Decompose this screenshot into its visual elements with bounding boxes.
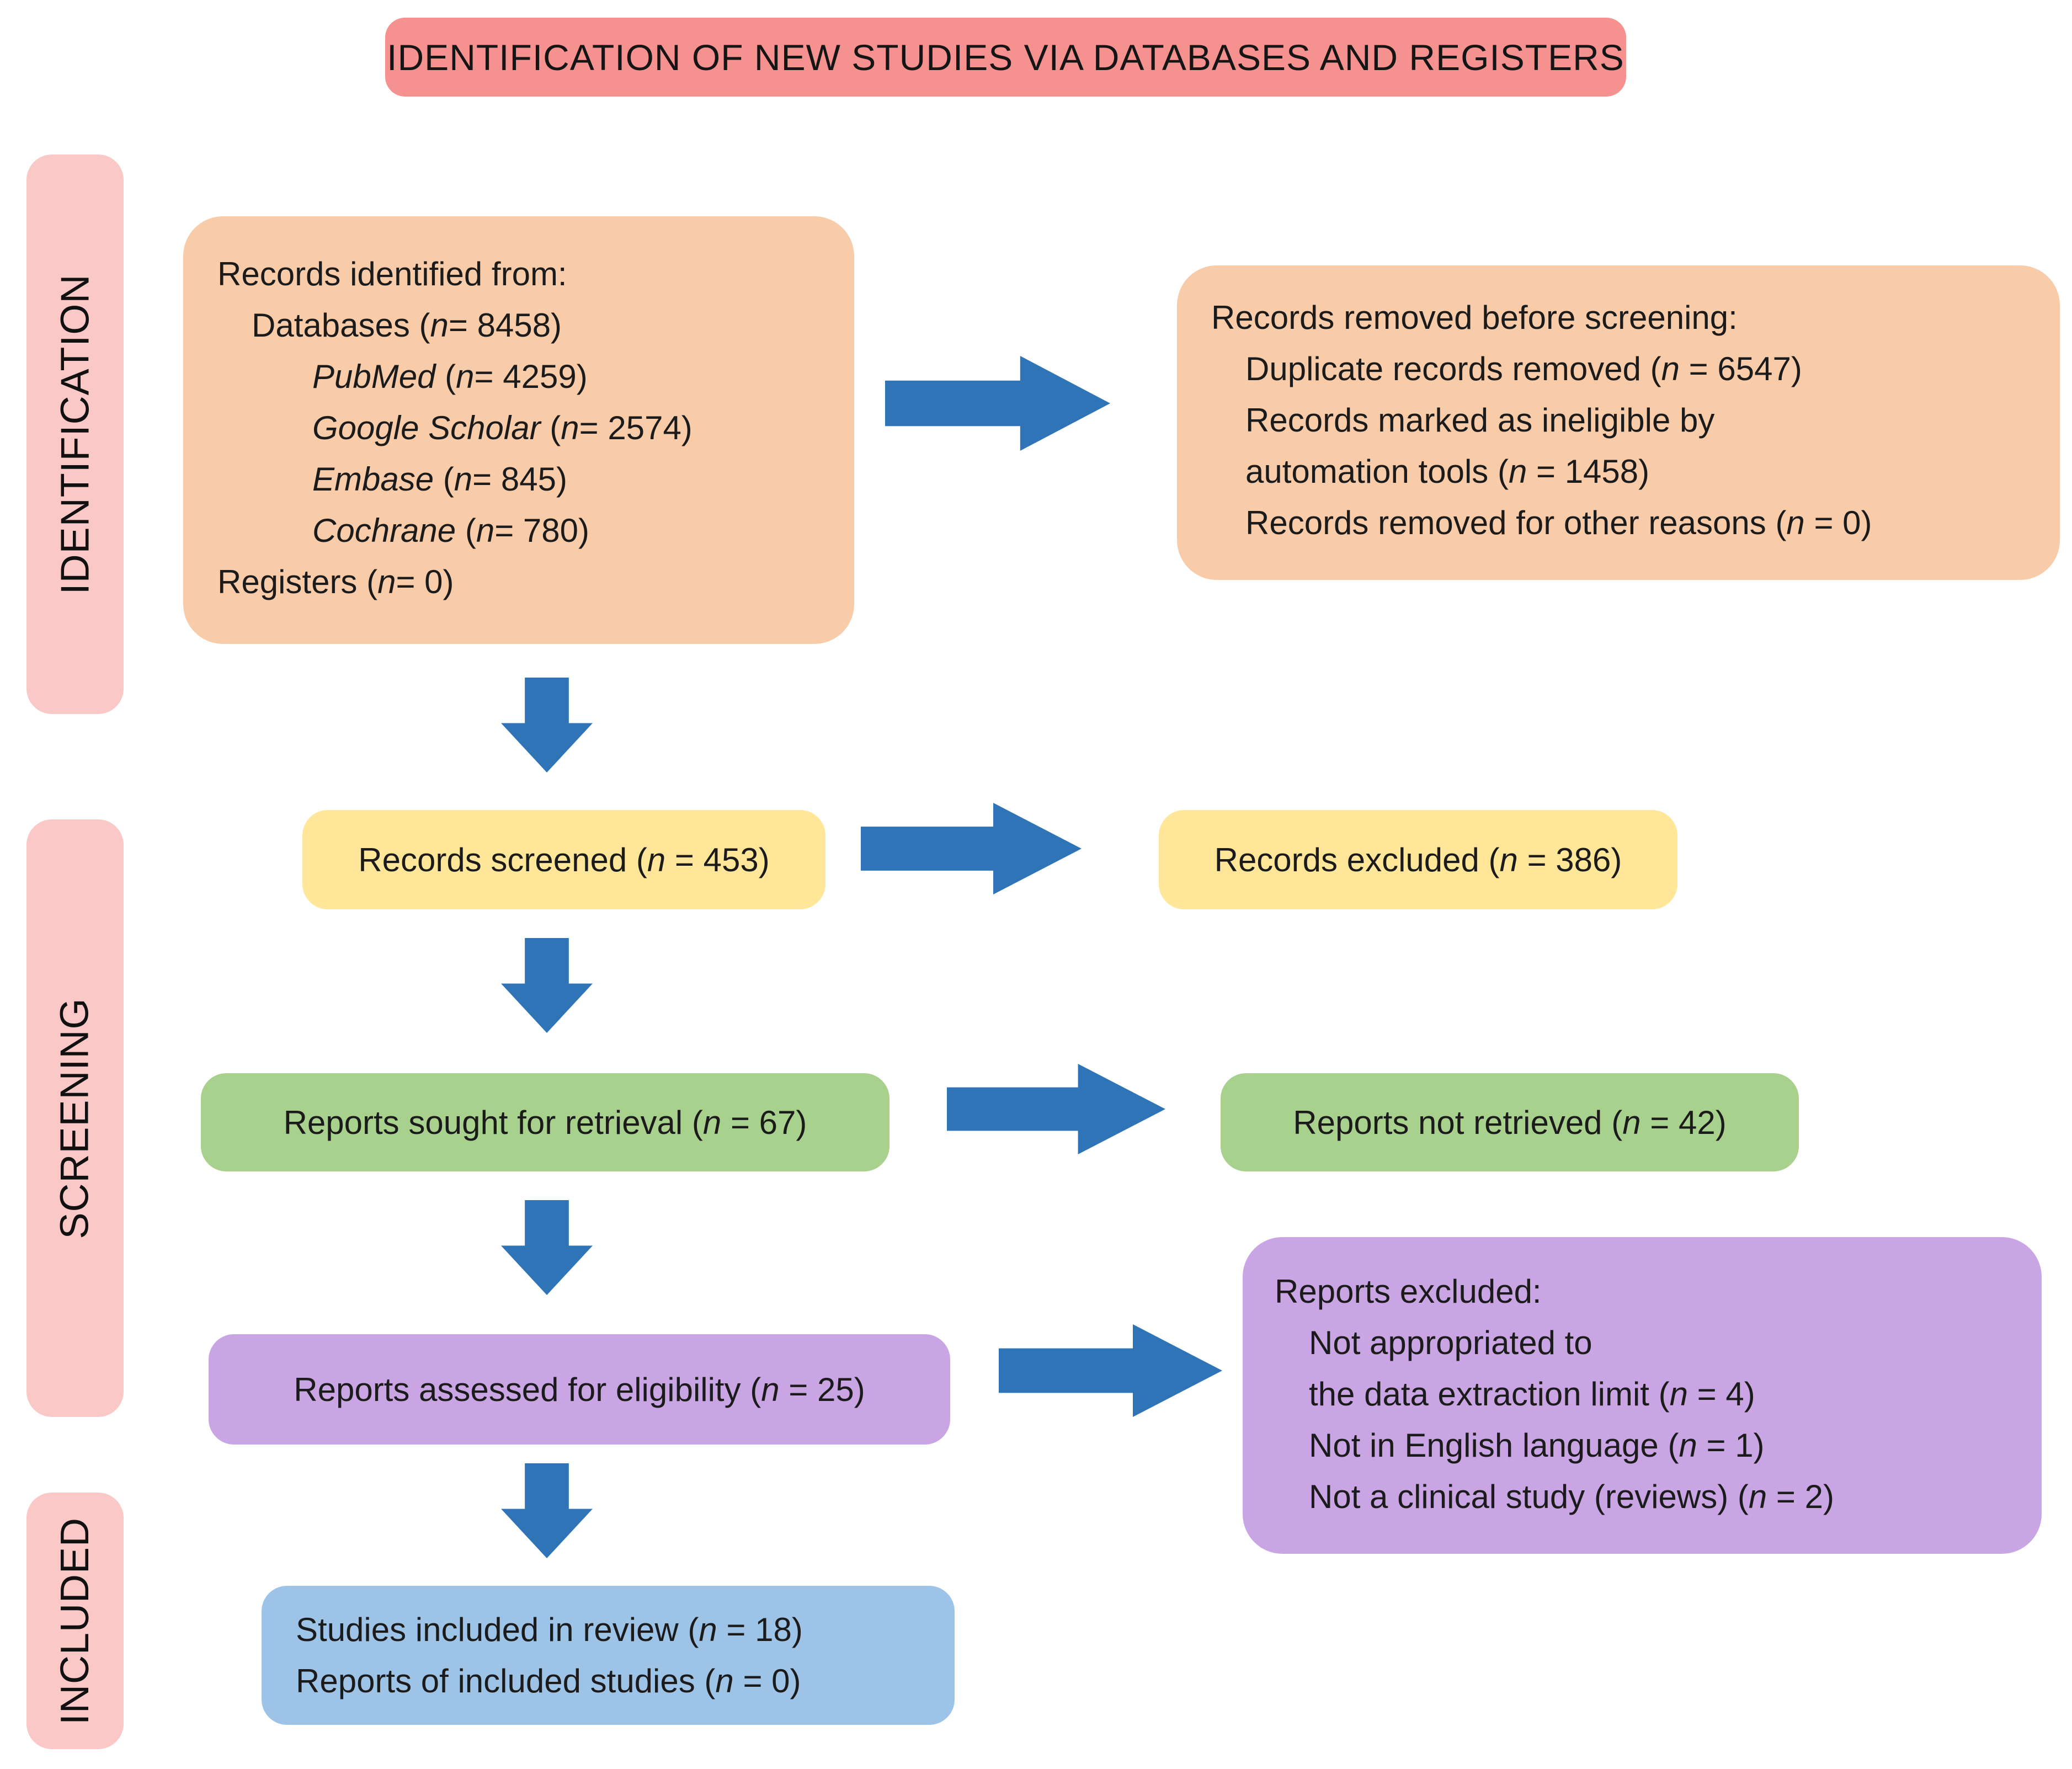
box-line: PubMed (n= 4259) xyxy=(312,358,588,395)
arrow-assessed-to-excluded xyxy=(999,1324,1222,1417)
box-line: Embase (n= 845) xyxy=(312,461,567,498)
box-records-excluded: Records excluded (n = 386) xyxy=(1159,810,1677,909)
box-records-identified: Records identified from: Databases (n= 8… xyxy=(183,216,854,644)
box-line: Google Scholar (n= 2574) xyxy=(312,409,693,446)
title-banner: IDENTIFICATION OF NEW STUDIES VIA DATABA… xyxy=(385,18,1626,97)
box-line: automation tools (n = 1458) xyxy=(1245,453,1650,490)
arrow-assessed-to-included xyxy=(501,1463,593,1558)
box-line: Records removed before screening: xyxy=(1211,299,1738,336)
box-line: the data extraction limit (n = 4) xyxy=(1309,1376,1755,1413)
box-line: Not appropriated to xyxy=(1309,1324,1592,1361)
box-reports-not-retrieved: Reports not retrieved (n = 42) xyxy=(1221,1073,1799,1171)
box-line: Records removed for other reasons (n = 0… xyxy=(1245,504,1872,541)
box-records-screened: Records screened (n = 453) xyxy=(302,810,825,909)
box-line: Records screened (n = 453) xyxy=(358,841,770,878)
box-line: Registers (n= 0) xyxy=(217,563,454,600)
box-reports-assessed: Reports assessed for eligibility (n = 25… xyxy=(209,1334,950,1445)
box-line: Not a clinical study (reviews) (n = 2) xyxy=(1309,1478,1834,1515)
box-records-removed: Records removed before screening: Duplic… xyxy=(1177,265,2060,580)
box-line: Studies included in review (n = 18) xyxy=(296,1611,803,1648)
arrow-screened-to-sought xyxy=(501,938,593,1033)
arrow-identified-to-removed xyxy=(885,356,1110,451)
box-line: Records marked as ineligible by xyxy=(1245,402,1715,439)
box-reports-excluded: Reports excluded: Not appropriated to th… xyxy=(1243,1237,2042,1554)
stage-label-text: IDENTIFICATION xyxy=(53,274,97,595)
stage-label-screening: SCREENING xyxy=(26,819,124,1417)
stage-label-identification: IDENTIFICATION xyxy=(26,154,124,714)
box-line: Databases (n= 8458) xyxy=(252,307,562,344)
stage-label-text: SCREENING xyxy=(53,997,97,1239)
box-line: Records identified from: xyxy=(217,255,567,292)
page-title: IDENTIFICATION OF NEW STUDIES VIA DATABA… xyxy=(387,36,1624,78)
arrow-identified-to-screened xyxy=(501,678,593,772)
box-line: Reports not retrieved (n = 42) xyxy=(1293,1104,1727,1141)
arrow-sought-to-assessed xyxy=(501,1200,593,1295)
box-line: Reports of included studies (n = 0) xyxy=(296,1663,801,1699)
box-line: Cochrane (n= 780) xyxy=(312,512,589,549)
box-line: Records excluded (n = 386) xyxy=(1214,841,1622,878)
arrow-sought-to-not-retrieved xyxy=(947,1064,1165,1154)
arrow-screened-to-excluded xyxy=(861,803,1082,894)
box-reports-sought: Reports sought for retrieval (n = 67) xyxy=(201,1073,889,1171)
stage-label-included: INCLUDED xyxy=(26,1493,124,1749)
box-studies-included: Studies included in review (n = 18) Repo… xyxy=(262,1586,955,1725)
stage-label-text: INCLUDED xyxy=(53,1517,97,1725)
box-line: Not in English language (n = 1) xyxy=(1309,1427,1765,1464)
box-line: Reports sought for retrieval (n = 67) xyxy=(283,1104,807,1141)
box-line: Reports assessed for eligibility (n = 25… xyxy=(294,1371,865,1408)
box-line: Duplicate records removed (n = 6547) xyxy=(1245,350,1802,387)
box-line: Reports excluded: xyxy=(1275,1273,1542,1310)
